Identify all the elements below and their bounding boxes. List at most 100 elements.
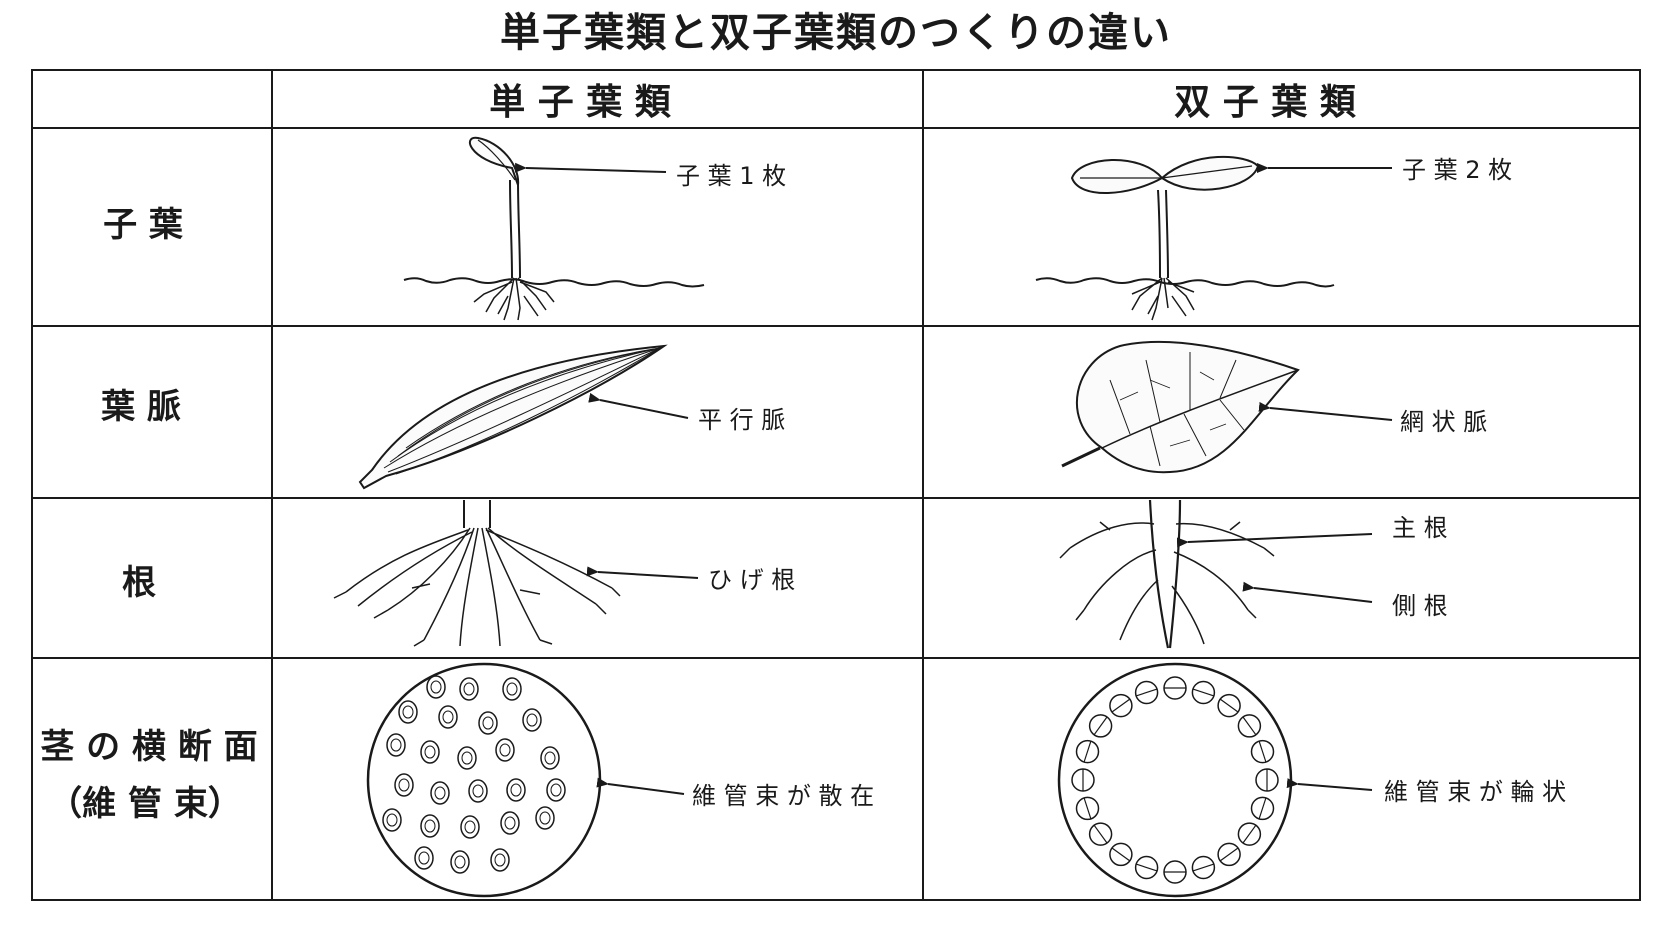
- column-header-monocot: 単 子 葉 類: [489, 82, 672, 123]
- monocot-seedling-illustration: [403, 136, 705, 321]
- row-header-stem: 茎 の 横 断 面: [40, 727, 257, 767]
- vascular-bundle-core: [386, 813, 398, 827]
- vascular-bundle: [430, 781, 450, 805]
- vascular-bundle: [1237, 822, 1262, 846]
- vascular-bundle-core: [494, 853, 506, 867]
- label-dicot-stem: 維 管 束 が 輪 状: [1384, 778, 1566, 806]
- vascular-bundle: [1250, 739, 1275, 764]
- vascular-bundle: [394, 773, 414, 797]
- row-header-vein: 葉 脈: [100, 387, 181, 427]
- vascular-bundle: [1134, 855, 1159, 880]
- vascular-bundle-core: [464, 820, 476, 834]
- vascular-bundle-divider: [1219, 847, 1239, 862]
- vascular-bundle-divider: [1219, 698, 1239, 713]
- row-header-stem-sub: （維 管 束）: [48, 784, 242, 824]
- arrow-dicot-stem: [1286, 778, 1373, 791]
- net-vein-leaf-illustration: [1061, 340, 1300, 474]
- vascular-bundle-divider: [1083, 797, 1092, 820]
- vascular-bundle-divider: [1258, 740, 1267, 763]
- vascular-bundle-divider: [1242, 716, 1257, 736]
- vascular-bundle-core: [430, 680, 442, 694]
- vascular-bundle: [506, 778, 526, 802]
- table-grid: [31, 69, 1641, 901]
- vascular-bundle-core: [424, 819, 436, 833]
- vascular-bundle: [522, 708, 542, 732]
- vascular-bundle: [502, 677, 522, 701]
- vascular-bundle-divider: [1111, 847, 1131, 862]
- vascular-bundle: [478, 711, 498, 735]
- vascular-bundle: [414, 846, 434, 870]
- diagram-title: 単子葉類と双子葉類のつくりの違い: [500, 10, 1172, 56]
- label-monocot-stem: 維 管 束 が 散 在: [692, 782, 874, 810]
- vascular-bundle-core: [499, 743, 511, 757]
- vascular-bundle: [1191, 680, 1216, 705]
- row-header-cotyledon: 子 葉: [103, 205, 184, 245]
- vascular-bundle-core: [461, 751, 473, 765]
- vascular-bundle-core: [544, 751, 556, 765]
- arrow-dicot-vein: [1258, 401, 1393, 421]
- vascular-bundle: [450, 850, 470, 874]
- label-dicot-cotyledon: 子 葉 2 枚: [1402, 156, 1512, 184]
- dicot-seedling-illustration: [1035, 155, 1335, 321]
- vascular-bundle-divider: [1135, 688, 1158, 697]
- vascular-bundle: [1109, 842, 1133, 867]
- arrow-dicot-main-root: [1176, 533, 1373, 548]
- vascular-bundle-divider: [1093, 716, 1108, 736]
- arrow-monocot-stem: [596, 777, 685, 795]
- dicot-stem-cross-section: [1057, 662, 1293, 898]
- label-dicot-vein: 網 状 脈: [1400, 408, 1487, 436]
- vascular-bundle: [1217, 693, 1241, 718]
- vascular-bundle-core: [472, 784, 484, 798]
- label-dicot-side-root: 側 根: [1392, 592, 1448, 620]
- vascular-bundle: [1109, 693, 1133, 718]
- vascular-bundle: [1250, 796, 1275, 821]
- arrow-monocot-root: [586, 566, 699, 579]
- vascular-bundle: [1191, 855, 1216, 880]
- vascular-bundle-divider: [1192, 688, 1215, 697]
- fibrous-root-illustration: [333, 500, 621, 647]
- vascular-bundle: [398, 700, 418, 724]
- vascular-bundle: [540, 746, 560, 770]
- vascular-bundle-core: [434, 786, 446, 800]
- vascular-bundle: [420, 740, 440, 764]
- vascular-bundle: [490, 848, 510, 872]
- arrow-monocot-vein: [588, 392, 689, 419]
- vascular-bundle-divider: [1258, 797, 1267, 820]
- vascular-bundle-core: [463, 682, 475, 696]
- vascular-bundle: [495, 738, 515, 762]
- vascular-bundle: [457, 746, 477, 770]
- vascular-bundle: [546, 778, 566, 802]
- vascular-bundle-divider: [1083, 740, 1092, 763]
- vascular-bundle: [438, 705, 458, 729]
- vascular-bundle: [468, 779, 488, 803]
- vascular-bundle-core: [454, 855, 466, 869]
- vascular-bundle: [459, 677, 479, 701]
- vascular-bundle: [1217, 842, 1241, 867]
- column-header-dicot: 双 子 葉 類: [1174, 82, 1357, 123]
- arrow-monocot-cotyledon: [514, 162, 667, 173]
- vascular-bundle-core: [482, 716, 494, 730]
- taproot-illustration: [1059, 499, 1275, 649]
- label-monocot-root: ひ げ 根: [708, 566, 795, 594]
- vascular-bundle-core: [510, 783, 522, 797]
- label-dicot-main-root: 主 根: [1392, 514, 1448, 542]
- arrow-dicot-side-root: [1242, 581, 1373, 603]
- vascular-bundle: [382, 808, 402, 832]
- vascular-bundle-divider: [1135, 863, 1158, 872]
- vascular-bundle: [426, 675, 446, 699]
- label-monocot-cotyledon: 子 葉 1 枚: [676, 162, 786, 190]
- vascular-bundle-core: [442, 710, 454, 724]
- vascular-bundle-core: [539, 811, 551, 825]
- vascular-bundle-core: [402, 705, 414, 719]
- vascular-bundle-core: [418, 851, 430, 865]
- vascular-bundle: [500, 811, 520, 835]
- vascular-bundle-divider: [1242, 824, 1257, 844]
- label-monocot-vein: 平 行 脈: [698, 406, 785, 434]
- vascular-bundle: [1075, 796, 1100, 821]
- vascular-bundle: [386, 733, 406, 757]
- vascular-bundle-divider: [1111, 698, 1131, 713]
- vascular-bundle: [460, 815, 480, 839]
- vascular-bundle: [420, 814, 440, 838]
- parallel-vein-leaf-illustration: [358, 345, 665, 490]
